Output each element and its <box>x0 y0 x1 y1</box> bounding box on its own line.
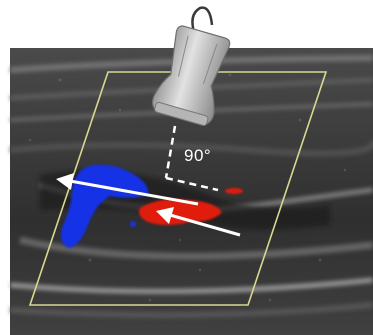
angle-label: 90° <box>184 146 211 166</box>
